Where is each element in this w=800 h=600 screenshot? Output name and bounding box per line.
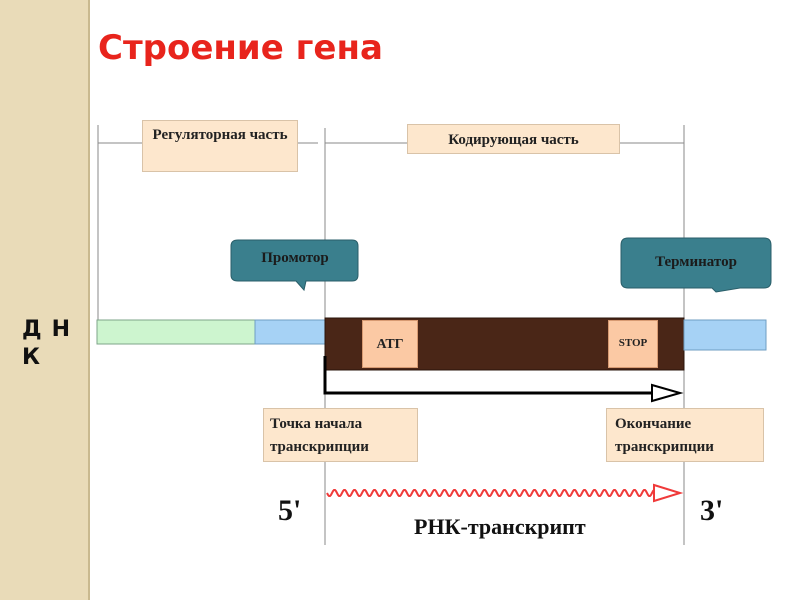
promoter-label: Промотор <box>261 250 329 266</box>
coding-part-label: Кодирующая часть <box>407 124 620 154</box>
transcription-end-label: Окончание транскрипции <box>606 408 764 462</box>
terminator-label: Терминатор <box>655 254 737 270</box>
page-title: Строение гена <box>98 28 383 68</box>
dna-label: ДН К <box>22 317 81 370</box>
transcription-arrow <box>323 356 658 395</box>
promoter-segment <box>254 319 326 345</box>
terminator-callout <box>620 237 772 293</box>
regulatory-segment <box>96 319 256 345</box>
rna-transcript-label: РНК-транскрипт <box>414 514 586 539</box>
terminator-segment <box>683 319 767 351</box>
five-prime-label: 5' <box>278 494 302 527</box>
dna-sidebar: ДН К <box>0 0 90 600</box>
rna-arrowhead <box>653 483 684 503</box>
transcription-arrowhead <box>651 383 684 403</box>
regulatory-part-label: Регуляторная часть <box>142 120 298 172</box>
promoter-callout <box>230 239 359 292</box>
rna-wavy-arrow <box>326 488 657 498</box>
transcription-start-label: Точка начала транскрипции <box>263 408 418 462</box>
stop-codon-box: STOP <box>608 320 658 368</box>
three-prime-label: 3' <box>700 494 724 527</box>
start-codon-box: АТГ <box>362 320 418 368</box>
